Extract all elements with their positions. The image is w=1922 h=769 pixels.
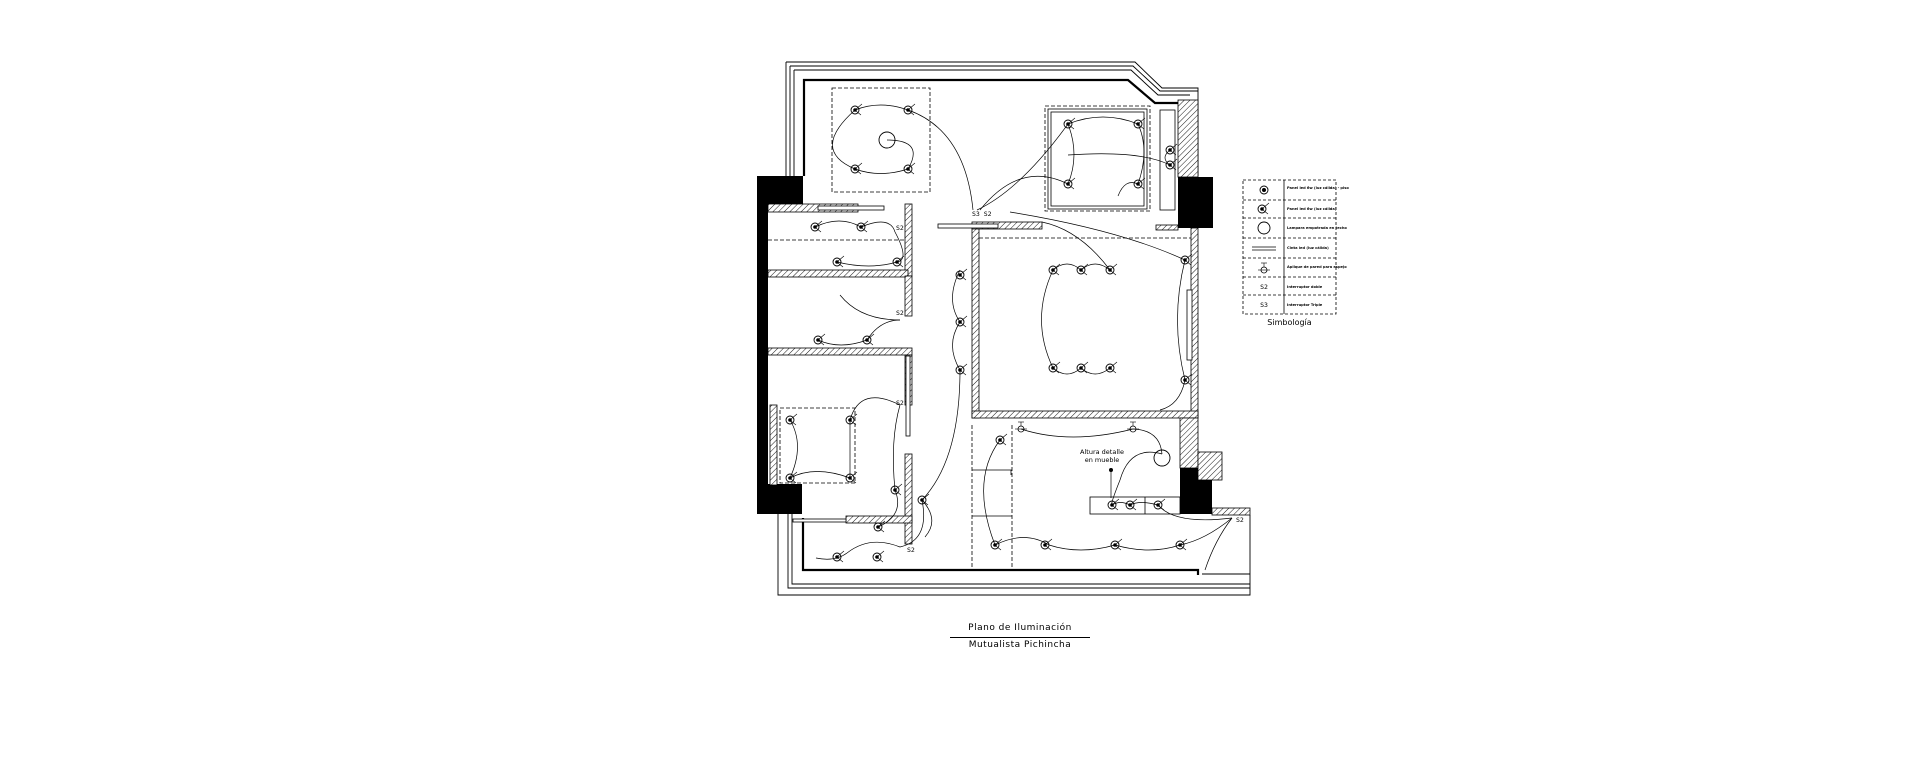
recessed-lamp-icon xyxy=(1257,221,1271,235)
drawing-title: Plano de Iluminación xyxy=(968,623,1072,633)
switch-label: S2 xyxy=(896,224,904,232)
switch-labels: S3 S2 S2 S2 S2 S2 S2 Altura detalle en m… xyxy=(896,210,1244,554)
title-divider xyxy=(950,637,1090,638)
legend-label: Panel led 6w (luz cálida) - piso xyxy=(1287,186,1349,190)
recessed-lamp-icon xyxy=(878,131,896,149)
double-switch-icon: S2 xyxy=(1260,283,1268,291)
upper-right-room-frame xyxy=(972,108,1181,517)
legend-label: Lampara empotrada en techo xyxy=(1287,226,1347,230)
drawing-subtitle: Mutualista Pichincha xyxy=(968,640,1072,650)
legend-label: Interruptor Triple xyxy=(1287,303,1323,307)
panel-led-icon xyxy=(1257,202,1270,215)
switch-label: S2 xyxy=(896,309,904,317)
panel-led-floor-icon xyxy=(1259,185,1269,195)
furniture-detail-marker xyxy=(1109,468,1113,472)
legend-caption: Simbología xyxy=(1267,318,1312,327)
legend-symbols: S2 S3 Panel led 6w (luz cálida) - piso P… xyxy=(1252,185,1349,309)
legend-label: Panel led 6w (luz cálida) xyxy=(1287,207,1337,211)
light-fixtures xyxy=(785,103,1193,563)
legend-table xyxy=(1242,179,1337,315)
legend-label: Aplique de pared para espejo xyxy=(1287,265,1347,269)
interior-walls xyxy=(767,99,1251,545)
window-openings xyxy=(792,205,1193,523)
recessed-lamp-icon xyxy=(1153,449,1171,467)
furniture-note-line2: en mueble xyxy=(1085,456,1120,464)
corridor-switch-label: S3 S2 xyxy=(972,210,992,218)
wall-sconce-icon xyxy=(1257,262,1271,274)
legend-label: Cinta led (luz cálida) xyxy=(1287,246,1329,250)
switch-label: S2 xyxy=(896,399,904,407)
furniture-note-line1: Altura detalle xyxy=(1080,448,1124,456)
ceiling-outlines xyxy=(768,87,1191,570)
legend-label: Interruptor doble xyxy=(1287,285,1323,289)
switch-label: S2 xyxy=(1236,516,1244,524)
triple-switch-icon: S3 xyxy=(1260,301,1268,309)
switch-label: S2 xyxy=(907,546,915,554)
outer-walls xyxy=(777,61,1251,596)
title-block: Plano de Iluminación Mutualista Pichinch… xyxy=(950,622,1090,652)
circuit-wiring xyxy=(789,104,1233,571)
led-strip-icon xyxy=(1252,246,1276,251)
